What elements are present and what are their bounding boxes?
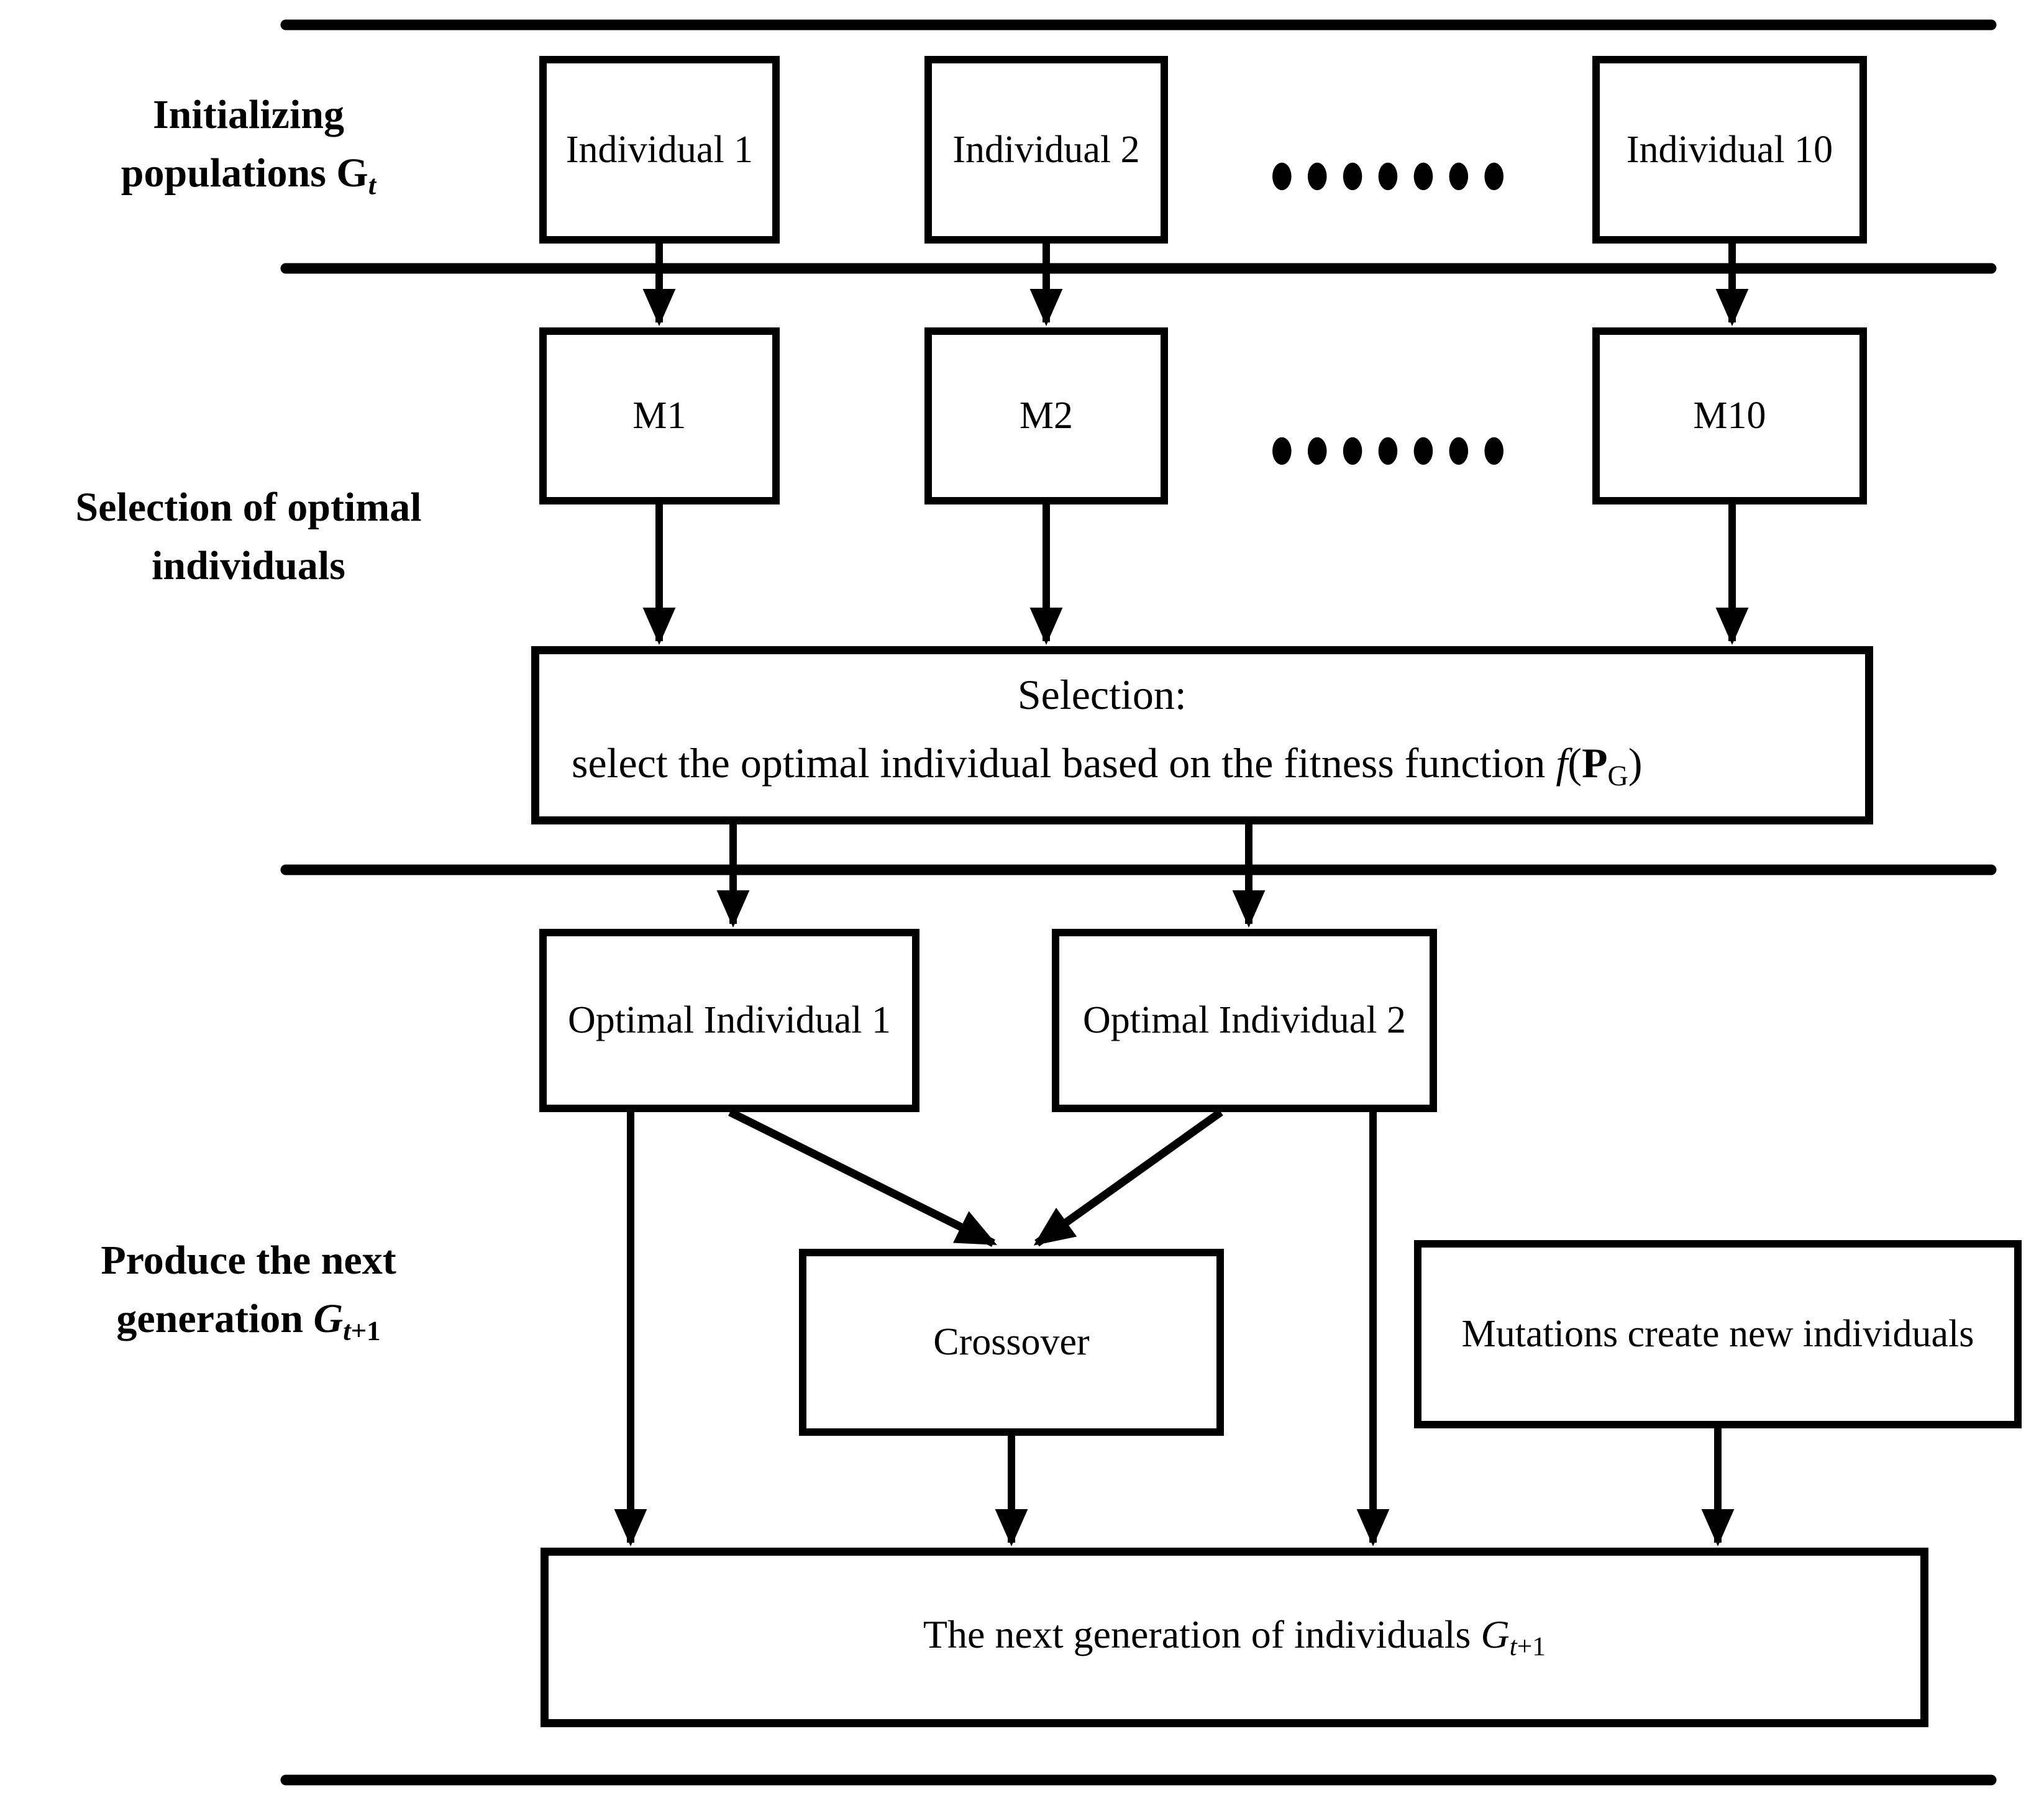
box-next-generation-label: The next generation of individuals Gt+1 [923, 1612, 1546, 1662]
box-selection: Selection: select the optimal individual… [531, 646, 1873, 824]
fitness-close-paren: ) [1628, 739, 1643, 787]
generation-subscript: t [368, 169, 376, 201]
stage-label-initializing: Initializing populations Gt [6, 86, 491, 214]
next-generation-subscript-rest: +1 [1517, 1632, 1546, 1662]
next-generation-text: The next generation of individuals [923, 1612, 1481, 1656]
stage-label-produce-line1: Produce the next [101, 1238, 396, 1283]
box-individual-10-label: Individual 10 [1626, 128, 1833, 171]
nextgen-symbol: G [313, 1296, 344, 1341]
box-individual-2: Individual 2 [924, 56, 1168, 244]
box-individual-2-label: Individual 2 [952, 128, 1140, 171]
ellipsis-models-glyphs: ●●●●●●● [1271, 427, 1519, 470]
fitness-open-paren: ( [1567, 739, 1582, 787]
box-m2: M2 [924, 327, 1168, 504]
box-crossover: Crossover [799, 1249, 1224, 1436]
stage-label-selection-line1: Selection of optimal [75, 485, 422, 530]
fitness-P-subscript: G [1607, 760, 1628, 792]
fitness-P: P [1581, 739, 1608, 787]
box-optimal-individual-2-label: Optimal Individual 2 [1082, 999, 1407, 1042]
box-mutations: Mutations create new individuals [1414, 1240, 2022, 1428]
box-individual-1: Individual 1 [539, 56, 780, 244]
box-m2-label: M2 [1019, 395, 1074, 437]
next-generation-subscript-t: t [1509, 1632, 1517, 1662]
selection-instruction: select the optimal individual based on t… [562, 729, 1643, 811]
stage-label-selection-line2: individuals [152, 543, 345, 588]
nextgen-subscript-t: t [343, 1315, 351, 1346]
box-m10-label: M10 [1693, 395, 1766, 437]
box-m1: M1 [539, 327, 780, 504]
box-mutations-label: Mutations create new individuals [1461, 1313, 1974, 1356]
arrow-optimal1-to-crossover [728, 1108, 997, 1247]
box-individual-10: Individual 10 [1592, 56, 1867, 244]
stage-label-selection: Selection of optimal individuals [6, 478, 491, 595]
ellipsis-individuals: ●●●●●●● [1267, 138, 1522, 210]
box-optimal-individual-1: Optimal Individual 1 [539, 929, 919, 1112]
box-optimal-individual-1-label: Optimal Individual 1 [567, 999, 892, 1042]
next-generation-symbol: G [1481, 1612, 1510, 1656]
box-next-generation: The next generation of individuals Gt+1 [541, 1548, 1928, 1727]
stage-label-produce-line2: generation [116, 1296, 314, 1341]
stage-label-produce: Produce the next generation Gt+1 [6, 1231, 491, 1360]
box-optimal-individual-2: Optimal Individual 2 [1052, 929, 1437, 1112]
box-m1-label: M1 [632, 395, 687, 437]
ellipsis-individuals-glyphs: ●●●●●●● [1271, 153, 1519, 195]
box-crossover-label: Crossover [933, 1321, 1090, 1364]
box-individual-1-label: Individual 1 [565, 128, 754, 171]
fitness-function-f: f [1556, 739, 1568, 787]
selection-title: Selection: [1017, 670, 1187, 718]
nextgen-subscript-rest: +1 [350, 1315, 381, 1346]
stage-label-initializing-line2: populations [121, 150, 337, 196]
ellipsis-models: ●●●●●●● [1267, 413, 1522, 485]
generation-symbol: G [336, 150, 368, 196]
selection-instruction-text: select the optimal individual based on t… [572, 739, 1556, 787]
stage-label-initializing-line1: Initializing [152, 92, 345, 137]
box-m10: M10 [1592, 327, 1867, 504]
arrow-optimal2-to-crossover [1033, 1108, 1223, 1247]
